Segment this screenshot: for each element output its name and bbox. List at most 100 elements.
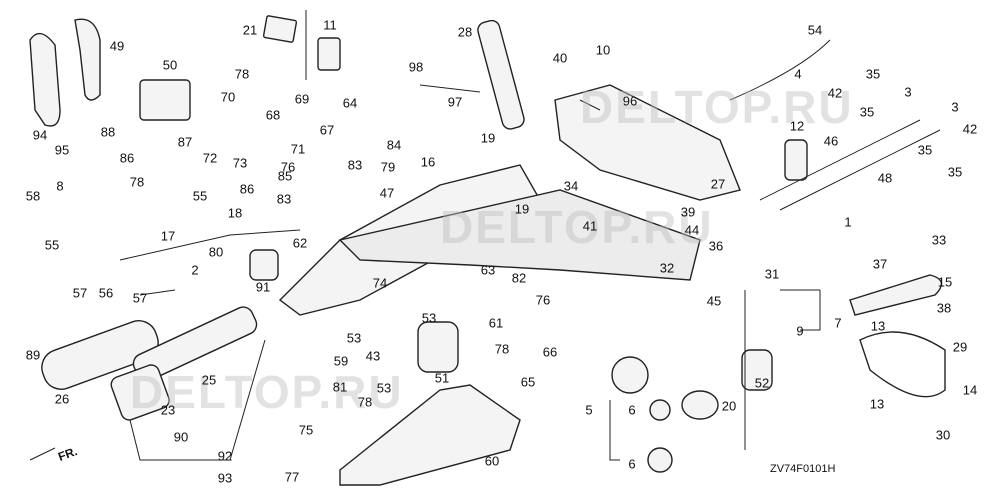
part-callout-55: 55 [44,237,60,253]
watermark: DELTOP.RU [580,81,854,133]
part-callout-89: 89 [25,347,41,363]
part-callout-80: 80 [208,244,224,260]
part-callout-55: 55 [192,188,208,204]
part-callout-31: 31 [764,266,780,282]
part-callout-17: 17 [160,228,176,244]
cable-46 [759,119,921,201]
part-callout-1: 1 [844,214,852,230]
part-callout-29: 29 [952,339,968,355]
part-callout-57: 57 [132,290,148,306]
key-6b [647,447,673,473]
part-callout-72: 72 [202,150,218,166]
part-callout-13: 13 [869,396,885,412]
cover-96 [554,84,741,201]
part-callout-49: 49 [109,38,125,54]
part-callout-66: 66 [542,344,558,360]
rod-28 [477,19,525,130]
part-51 [417,321,459,373]
part-callout-88: 88 [100,124,116,140]
part-callout-77: 77 [284,469,300,485]
part-callout-42: 42 [962,121,978,137]
key-6a [649,399,671,421]
part-callout-30: 30 [935,427,951,443]
diagram-code: ZV74F0101H [770,463,836,475]
handle-49b [74,18,101,101]
tiller-lower-cover [339,384,521,486]
part-callout-70: 70 [220,89,236,105]
part-callout-18: 18 [227,205,243,221]
part-callout-15: 15 [937,274,953,290]
part-callout-60: 60 [484,453,500,469]
part-callout-71: 71 [290,141,306,157]
part-callout-46: 46 [823,133,839,149]
part-callout-53: 53 [376,380,392,396]
part-callout-53: 53 [421,310,437,326]
part-callout-90: 90 [173,429,189,445]
part-callout-35: 35 [859,104,875,120]
lever-14 [859,331,946,398]
part-callout-74: 74 [372,275,388,291]
part-callout-37: 37 [872,256,888,272]
part-callout-34: 34 [563,178,579,194]
part-callout-69: 69 [294,91,310,107]
wire-4 [729,39,831,101]
cable-48 [779,129,941,211]
part-callout-59: 59 [333,353,349,369]
part-callout-19: 19 [480,130,496,146]
part-callout-61: 61 [488,315,504,331]
grip-23 [110,364,170,421]
part-callout-95: 95 [54,142,70,158]
part-callout-93: 93 [217,470,233,486]
part-callout-4: 4 [794,66,802,82]
part-callout-50: 50 [162,57,178,73]
part-callout-97: 97 [447,94,463,110]
part-callout-68: 68 [265,107,281,123]
handle-49 [29,32,61,127]
cap-20 [681,390,719,420]
part-callout-78: 78 [129,174,145,190]
part-callout-85: 85 [277,168,293,184]
part-callout-20: 20 [721,398,737,414]
part-callout-11: 11 [323,17,337,33]
part-callout-23: 23 [160,402,176,418]
ref-lines [29,84,821,461]
part-callout-14: 14 [962,382,978,398]
part-callout-35: 35 [917,142,933,158]
part-callout-39: 39 [680,204,696,220]
bracket-50 [139,79,191,121]
part-callout-32: 32 [659,260,675,276]
part-callout-33: 33 [931,232,947,248]
part-callout-83: 83 [347,157,363,173]
part-callout-21: 21 [242,22,258,38]
part-callout-44: 44 [684,222,700,238]
part-callout-82: 82 [511,270,527,286]
part-callout-52: 52 [754,375,770,391]
part-callout-92: 92 [217,448,233,464]
part-callout-12: 12 [789,118,805,134]
part-callout-5: 5 [585,402,593,418]
part-callout-96: 96 [622,93,638,109]
part-callout-2: 2 [191,262,199,278]
part-callout-54: 54 [807,22,823,38]
part-callout-98: 98 [408,59,424,75]
part-callout-86: 86 [239,181,255,197]
part-callout-64: 64 [342,95,358,111]
part-callout-94: 94 [32,127,48,143]
part-callout-78: 78 [494,341,510,357]
part-callout-26: 26 [54,391,70,407]
part-callout-36: 36 [708,238,724,254]
watermark: DELTOP.RU [130,366,404,418]
part-callout-19: 19 [514,201,530,217]
part-callout-87: 87 [177,134,193,150]
part-callout-13: 13 [870,318,886,334]
part-callout-45: 45 [706,293,722,309]
part-callout-63: 63 [480,262,496,278]
part-callout-86: 86 [119,150,135,166]
part-callout-8: 8 [56,178,64,194]
part-callout-28: 28 [457,24,473,40]
part-callout-35: 35 [865,66,881,82]
part-callout-3: 3 [951,99,959,115]
part-callout-75: 75 [298,422,314,438]
part-callout-73: 73 [232,155,248,171]
